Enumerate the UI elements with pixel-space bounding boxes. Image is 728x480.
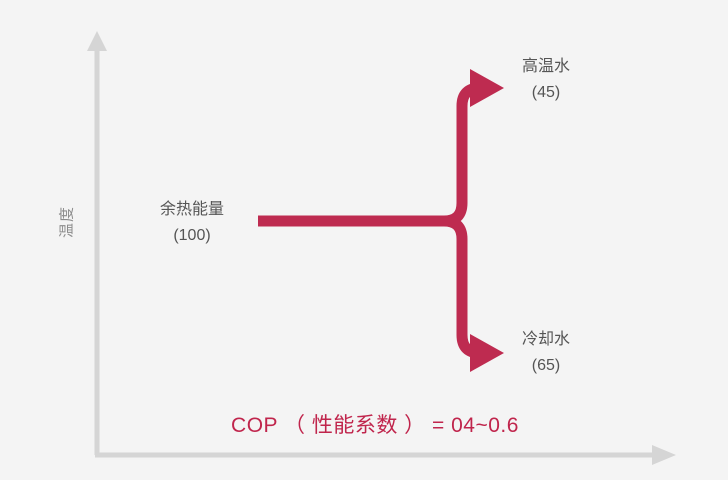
cop-formula-text: COP （ 性能系数 ） = 04~0.6: [231, 414, 519, 437]
y-axis-arrow-icon: [87, 31, 107, 51]
arrowhead-hot-water-icon: [470, 69, 504, 107]
label-hot-water-name: 高温水: [521, 58, 571, 75]
label-cooling-water-name: 冷却水: [521, 331, 571, 348]
x-axis-arrow-icon: [652, 445, 676, 465]
label-cooling-water: 冷却水 (65): [522, 327, 570, 379]
label-cooling-water-value: (65): [531, 357, 561, 374]
label-hot-water: 高温水 (45): [522, 54, 570, 106]
flow-path-cooling-water: [258, 215, 481, 359]
arrowhead-cooling-water-icon: [470, 334, 504, 372]
label-waste-heat: 余热能量 (100): [160, 197, 224, 249]
flow-path-hot-water: [258, 82, 481, 227]
label-waste-heat-value: (100): [173, 227, 211, 244]
label-waste-heat-name: 余热能量: [159, 201, 225, 218]
label-hot-water-value: (45): [531, 84, 561, 101]
